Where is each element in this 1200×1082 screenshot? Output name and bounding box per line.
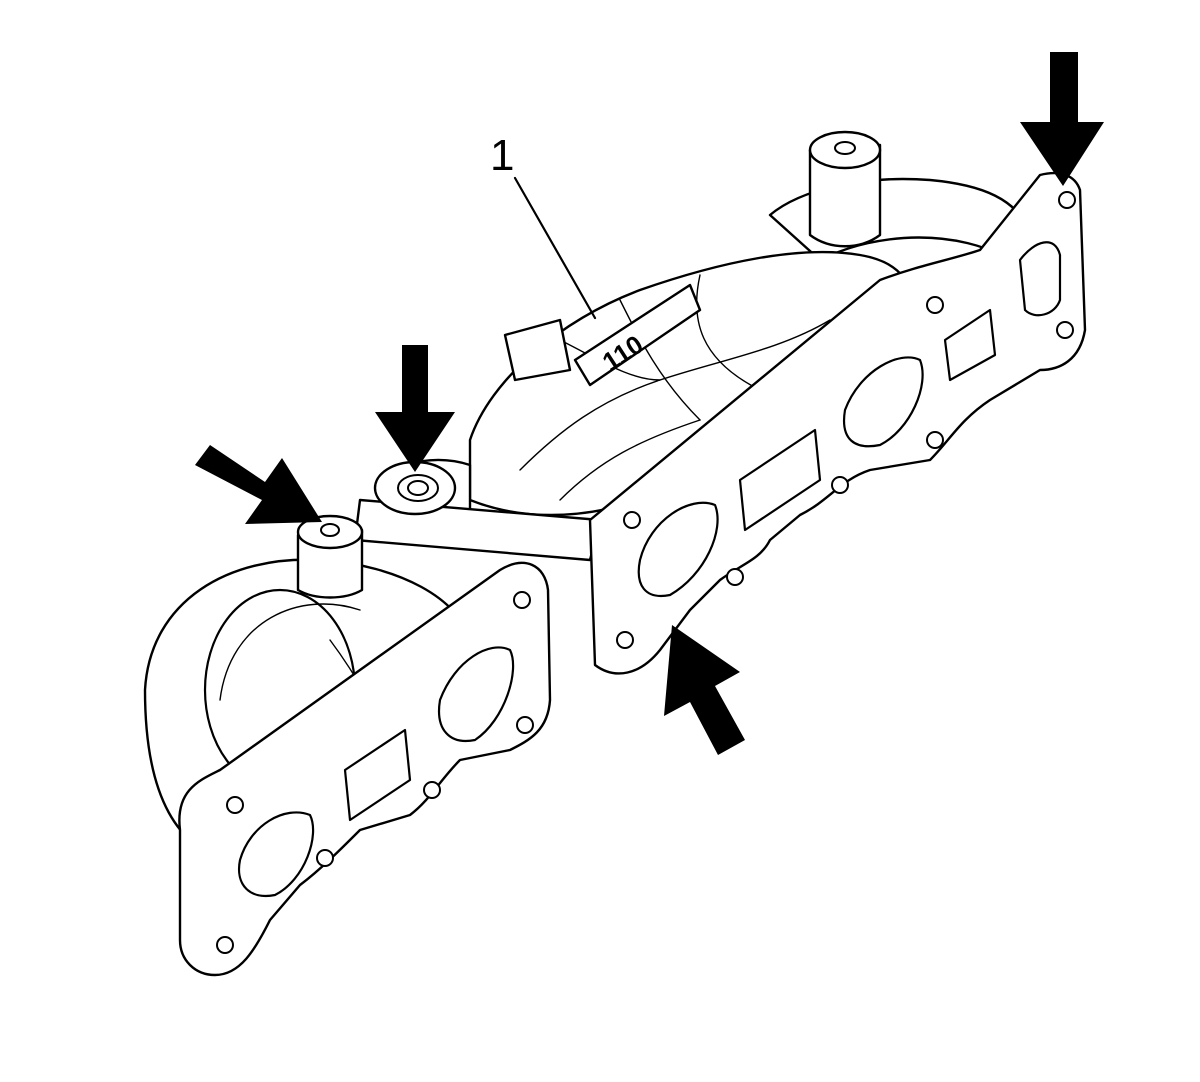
callout-label: 1 xyxy=(490,131,514,180)
front-flange xyxy=(178,561,552,977)
arrow-up-left xyxy=(664,625,745,755)
rear-flange xyxy=(588,171,1087,675)
arrow-down-center xyxy=(375,345,455,472)
arrow-diagonal-left xyxy=(195,445,322,524)
indicator-arrows xyxy=(195,52,1104,755)
arrow-down-right xyxy=(1020,52,1104,186)
callout-1: 1 xyxy=(490,131,597,320)
